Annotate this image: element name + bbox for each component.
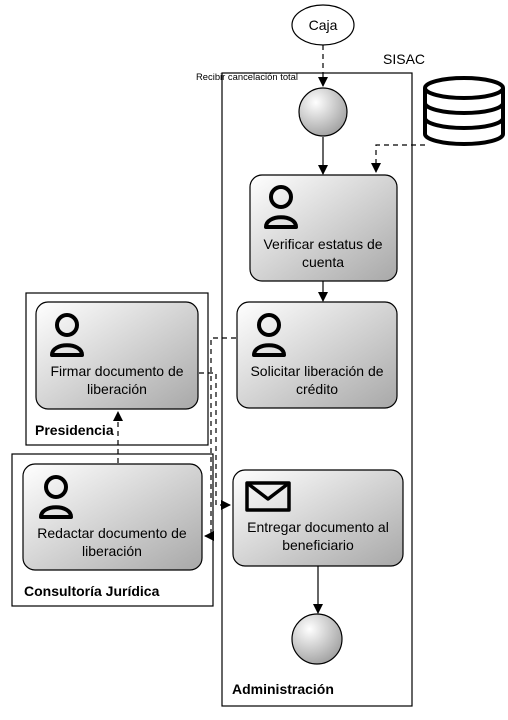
- user-icon: [39, 475, 73, 519]
- task-solicitar-line1: Solicitar liberación de: [250, 363, 383, 379]
- user-icon: [50, 313, 84, 357]
- lane-presidencia: [25, 292, 209, 446]
- user-icon: [264, 185, 298, 229]
- lane-administracion: [221, 72, 413, 707]
- task-firmar-line2: liberación: [87, 381, 147, 397]
- user-icon: [252, 313, 286, 357]
- lane-label-administracion: Administración: [232, 681, 334, 697]
- message-label: Recibir cancelación total: [196, 72, 298, 82]
- task-redactar-line1: Redactar documento de: [37, 525, 187, 541]
- task-redactar-line2: liberación: [82, 543, 142, 559]
- task-redactar: Redactar documento de liberación: [22, 463, 203, 571]
- task-entregar-line2: beneficiario: [282, 537, 354, 553]
- task-solicitar-line2: crédito: [296, 381, 338, 397]
- task-entregar: Entregar documento al beneficiario: [232, 469, 404, 567]
- envelope-icon: [245, 481, 291, 512]
- database-icon: [423, 76, 505, 146]
- task-verificar: Verificar estatus de cuenta: [249, 174, 398, 282]
- task-verificar-line2: cuenta: [302, 254, 344, 270]
- task-verificar-line1: Verificar estatus de: [263, 236, 382, 252]
- task-firmar: Firmar documento de liberación: [35, 301, 199, 410]
- task-firmar-line1: Firmar documento de: [50, 363, 183, 379]
- data-association-db: [371, 144, 425, 173]
- start-event: [298, 87, 348, 137]
- task-entregar-line1: Entregar documento al: [247, 519, 389, 535]
- flow-solicitar-redactar: [204, 337, 236, 541]
- task-solicitar: Solicitar liberación de crédito: [236, 301, 398, 409]
- caja-label: Caja: [309, 17, 338, 33]
- end-event: [291, 613, 343, 665]
- flow-firmar-entregar: [199, 372, 231, 510]
- lane-label-presidencia: Presidencia: [35, 422, 114, 438]
- lane-label-consultoria: Consultoría Jurídica: [24, 583, 160, 599]
- lane-consultoria: [11, 453, 214, 607]
- sisac-label: SISAC: [383, 51, 425, 67]
